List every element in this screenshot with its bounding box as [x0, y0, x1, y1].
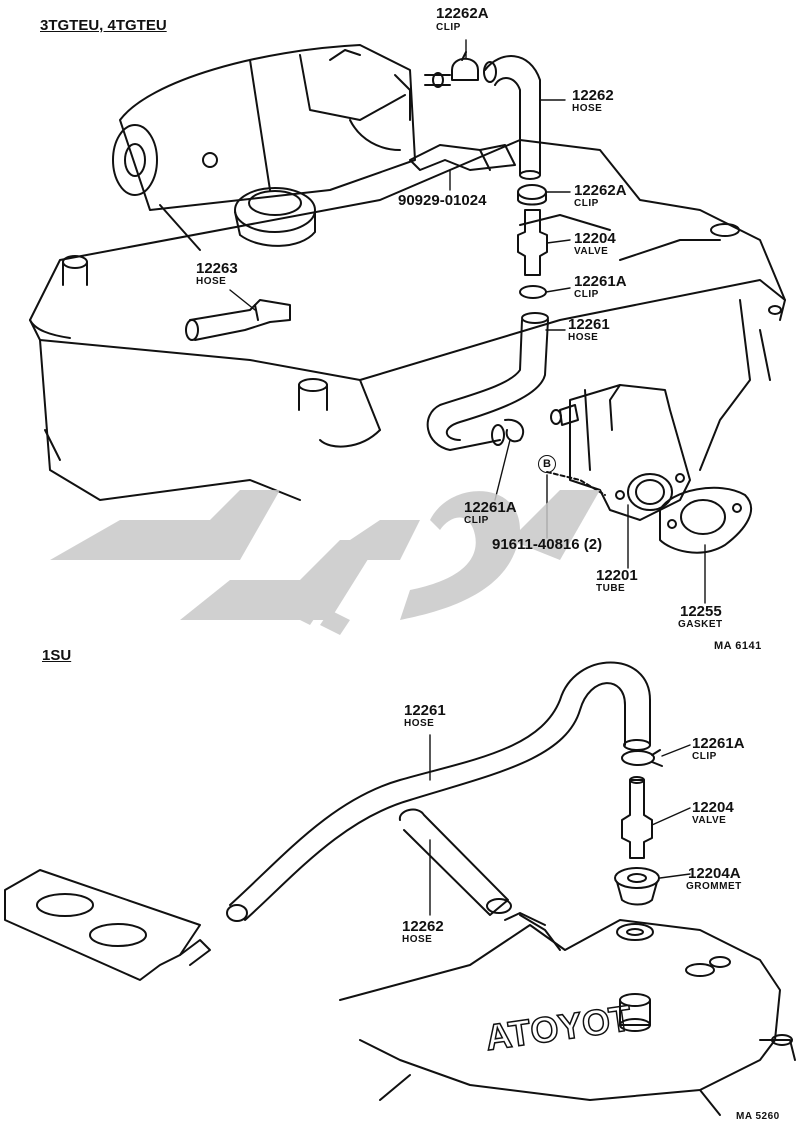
callout-12263-name: HOSE	[196, 276, 227, 287]
bracket	[409, 144, 516, 171]
hose-12261-top	[426, 319, 549, 451]
callout-12262a-number-2: 12262A	[574, 182, 627, 199]
gasket-12255	[659, 486, 752, 554]
leader-lines-bottom	[429, 734, 691, 916]
callout-12262-name: HOSE	[572, 103, 603, 114]
callout-12262-name-bottom: HOSE	[402, 934, 433, 945]
valve-12204-top	[517, 209, 548, 276]
grommet-12204a	[614, 867, 660, 889]
cover-lettering: TOYOTA	[483, 997, 634, 1058]
callout-12262a-number-1: 12262A	[436, 5, 489, 22]
callout-12201-name: TUBE	[596, 583, 626, 594]
figure-code-bottom: MA 5260	[736, 1111, 780, 1122]
callout-12204a-number: 12204A	[688, 865, 741, 882]
section-title-3tgteu: 3TGTEU, 4TGTEU	[40, 17, 167, 34]
callout-12204-number-top: 12204	[574, 230, 616, 247]
valve-cover-bottom	[339, 919, 781, 1101]
callout-12262-number-bottom: 12262	[402, 918, 444, 935]
callout-12262a-name-1: CLIP	[436, 22, 461, 33]
callout-12261-number-top: 12261	[568, 316, 610, 333]
engine-block-bottom	[4, 661, 796, 1116]
hose-12263	[189, 299, 291, 341]
callout-12262a-name-2: CLIP	[574, 198, 599, 209]
clip-12261a-top	[519, 285, 547, 299]
callout-12261-name-bottom: HOSE	[404, 718, 435, 729]
valve-12204-bottom	[621, 779, 653, 859]
callout-12255-name: GASKET	[678, 619, 723, 630]
callout-12261a-name-mid: CLIP	[464, 515, 489, 526]
hose-12261-bottom	[229, 661, 651, 921]
clip-12261a-bottom	[621, 750, 655, 766]
clip-12262a-lower	[517, 184, 547, 200]
intake-plate	[4, 869, 201, 981]
callout-12201-number: 12201	[596, 567, 638, 584]
engine-block-top	[29, 44, 786, 554]
oil-filler-cap	[234, 187, 316, 233]
callout-12255-number: 12255	[680, 603, 722, 620]
watermark-logo	[50, 490, 600, 635]
callout-12262-number: 12262	[572, 87, 614, 104]
figure-code-top: MA 6141	[714, 640, 762, 652]
callout-12204-name-top: VALVE	[574, 246, 609, 257]
hose-12262-top	[484, 55, 541, 176]
callout-12261a-name-top: CLIP	[574, 289, 599, 300]
marker-b: B	[538, 455, 556, 473]
callout-90929-01024-number: 90929-01024	[398, 192, 487, 209]
callout-12261a-number-top: 12261A	[574, 273, 627, 290]
callout-12263-number: 12263	[196, 260, 238, 277]
callout-12261a-number-bottom: 12261A	[692, 735, 745, 752]
callout-12204a-name: GROMMET	[686, 881, 742, 892]
callout-12204-number-bottom: 12204	[692, 799, 734, 816]
callout-91611-40816-number: 91611-40816 (2)	[492, 536, 603, 553]
callout-12204-name-bottom: VALVE	[692, 815, 727, 826]
callout-12261-name-top: HOSE	[568, 332, 599, 343]
clip-12262a-top	[451, 57, 479, 81]
hose-12262-bottom	[398, 808, 509, 916]
section-title-1su: 1SU	[42, 647, 72, 664]
callout-12261-number-bottom: 12261	[404, 702, 446, 719]
callout-12261a-name-bottom: CLIP	[692, 751, 717, 762]
callout-12261a-number-mid: 12261A	[464, 499, 517, 516]
